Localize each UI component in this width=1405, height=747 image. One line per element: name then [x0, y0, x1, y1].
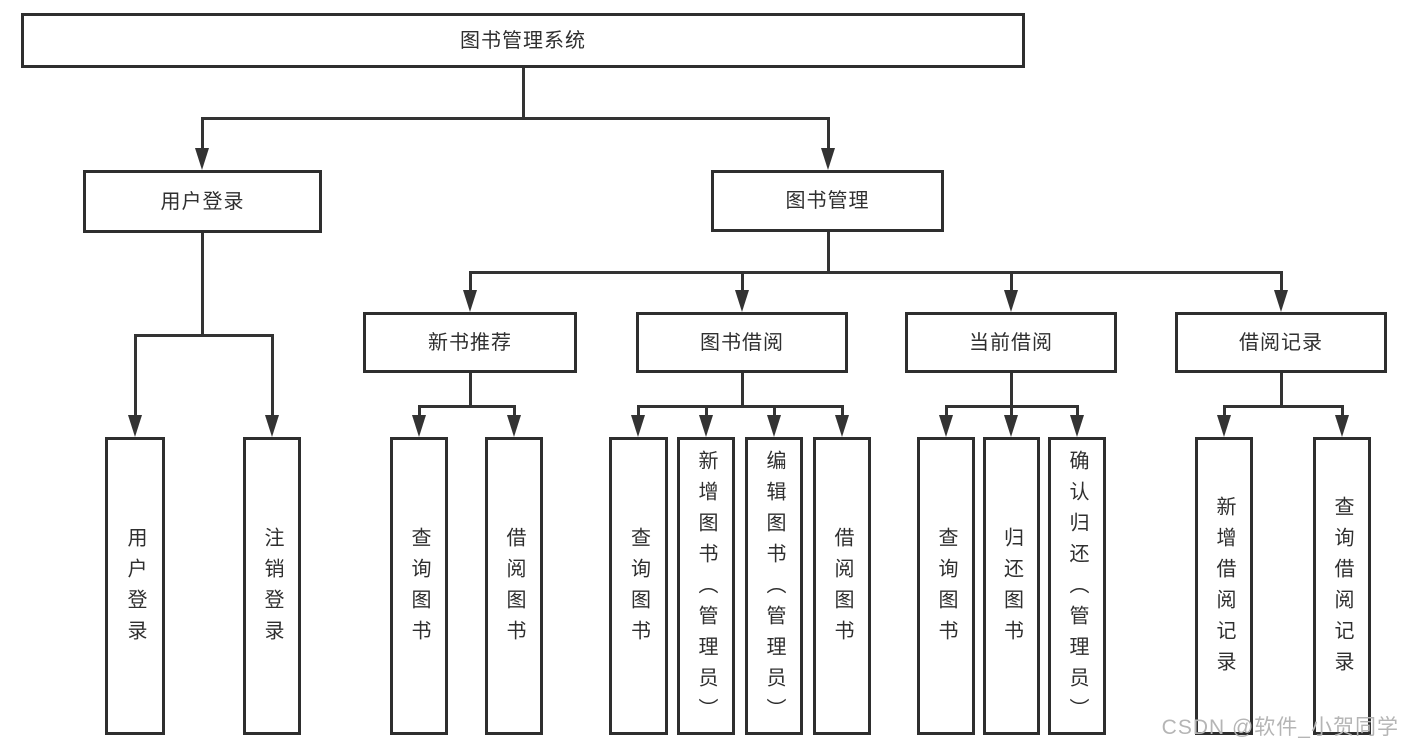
- node-borrowing-records: 借阅记录: [1175, 312, 1387, 373]
- arrow-down-icon: [195, 148, 209, 170]
- connector-drop-line: [1223, 406, 1226, 417]
- arrow-down-icon: [699, 415, 713, 437]
- node-user-login-branch: 用户登录: [83, 170, 322, 233]
- arrow-down-icon: [507, 415, 521, 437]
- arrow-down-icon: [767, 415, 781, 437]
- arrow-down-icon: [463, 290, 477, 312]
- connector-bar-line: [134, 334, 274, 337]
- node-library-management-system: 图书管理系统: [21, 13, 1025, 68]
- connector-feed-line: [1280, 373, 1283, 408]
- arrow-down-icon: [128, 415, 142, 437]
- node-bb-add-books-admin: 新增图书（管理员）: [677, 437, 735, 735]
- connector-drop-line: [134, 335, 137, 417]
- node-nbr-query-books: 查询图书: [390, 437, 448, 735]
- connector-drop-line: [741, 272, 744, 292]
- arrow-down-icon: [835, 415, 849, 437]
- connector-drop-line: [1341, 406, 1344, 417]
- node-user-login: 用户登录: [105, 437, 165, 735]
- node-nbr-borrow-books: 借阅图书: [485, 437, 543, 735]
- connector-bar-line: [1223, 405, 1344, 408]
- connector-drop-line: [1076, 406, 1079, 417]
- connector-feed-line: [469, 373, 472, 408]
- node-bb-borrow-books: 借阅图书: [813, 437, 871, 735]
- arrow-down-icon: [939, 415, 953, 437]
- arrow-down-icon: [821, 148, 835, 170]
- arrow-down-icon: [1217, 415, 1231, 437]
- node-book-borrowing: 图书借阅: [636, 312, 848, 373]
- node-book-management: 图书管理: [711, 170, 944, 232]
- node-cb-return-books: 归还图书: [983, 437, 1040, 735]
- connector-drop-line: [1010, 406, 1013, 417]
- connector-feed-line: [201, 233, 204, 337]
- node-br-add-record: 新增借阅记录: [1195, 437, 1253, 735]
- arrow-down-icon: [1335, 415, 1349, 437]
- connector-drop-line: [271, 335, 274, 417]
- connector-drop-line: [827, 118, 830, 150]
- connector-bar-line: [418, 405, 516, 408]
- node-bb-edit-books-admin: 编辑图书（管理员）: [745, 437, 803, 735]
- connector-feed-line: [741, 373, 744, 408]
- node-cb-query-books: 查询图书: [917, 437, 975, 735]
- connector-feed-line: [1010, 373, 1013, 408]
- connector-drop-line: [841, 406, 844, 417]
- connector-drop-line: [418, 406, 421, 417]
- arrow-down-icon: [265, 415, 279, 437]
- node-logout: 注销登录: [243, 437, 301, 735]
- arrow-down-icon: [1004, 290, 1018, 312]
- connector-drop-line: [637, 406, 640, 417]
- connector-drop-line: [945, 406, 948, 417]
- arrow-down-icon: [1274, 290, 1288, 312]
- node-new-book-recommend: 新书推荐: [363, 312, 577, 373]
- csdn-watermark: CSDN @软件_小贺同学: [1161, 716, 1399, 739]
- arrow-down-icon: [1004, 415, 1018, 437]
- connector-drop-line: [705, 406, 708, 417]
- connector-drop-line: [773, 406, 776, 417]
- node-cb-confirm-return-admin: 确认归还（管理员）: [1048, 437, 1106, 735]
- arrow-down-icon: [412, 415, 426, 437]
- connector-bar-line: [469, 271, 1283, 274]
- arrow-down-icon: [735, 290, 749, 312]
- connector-drop-line: [201, 118, 204, 150]
- node-br-query-record: 查询借阅记录: [1313, 437, 1371, 735]
- connector-drop-line: [1280, 272, 1283, 292]
- connector-drop-line: [513, 406, 516, 417]
- node-bb-query-books: 查询图书: [609, 437, 668, 735]
- arrow-down-icon: [631, 415, 645, 437]
- connector-drop-line: [1010, 272, 1013, 292]
- connector-bar-line: [201, 117, 830, 120]
- connector-feed-line: [827, 232, 830, 274]
- connector-feed-line: [522, 68, 525, 120]
- arrow-down-icon: [1070, 415, 1084, 437]
- connector-bar-line: [637, 405, 844, 408]
- connector-drop-line: [469, 272, 472, 292]
- node-current-borrowing: 当前借阅: [905, 312, 1117, 373]
